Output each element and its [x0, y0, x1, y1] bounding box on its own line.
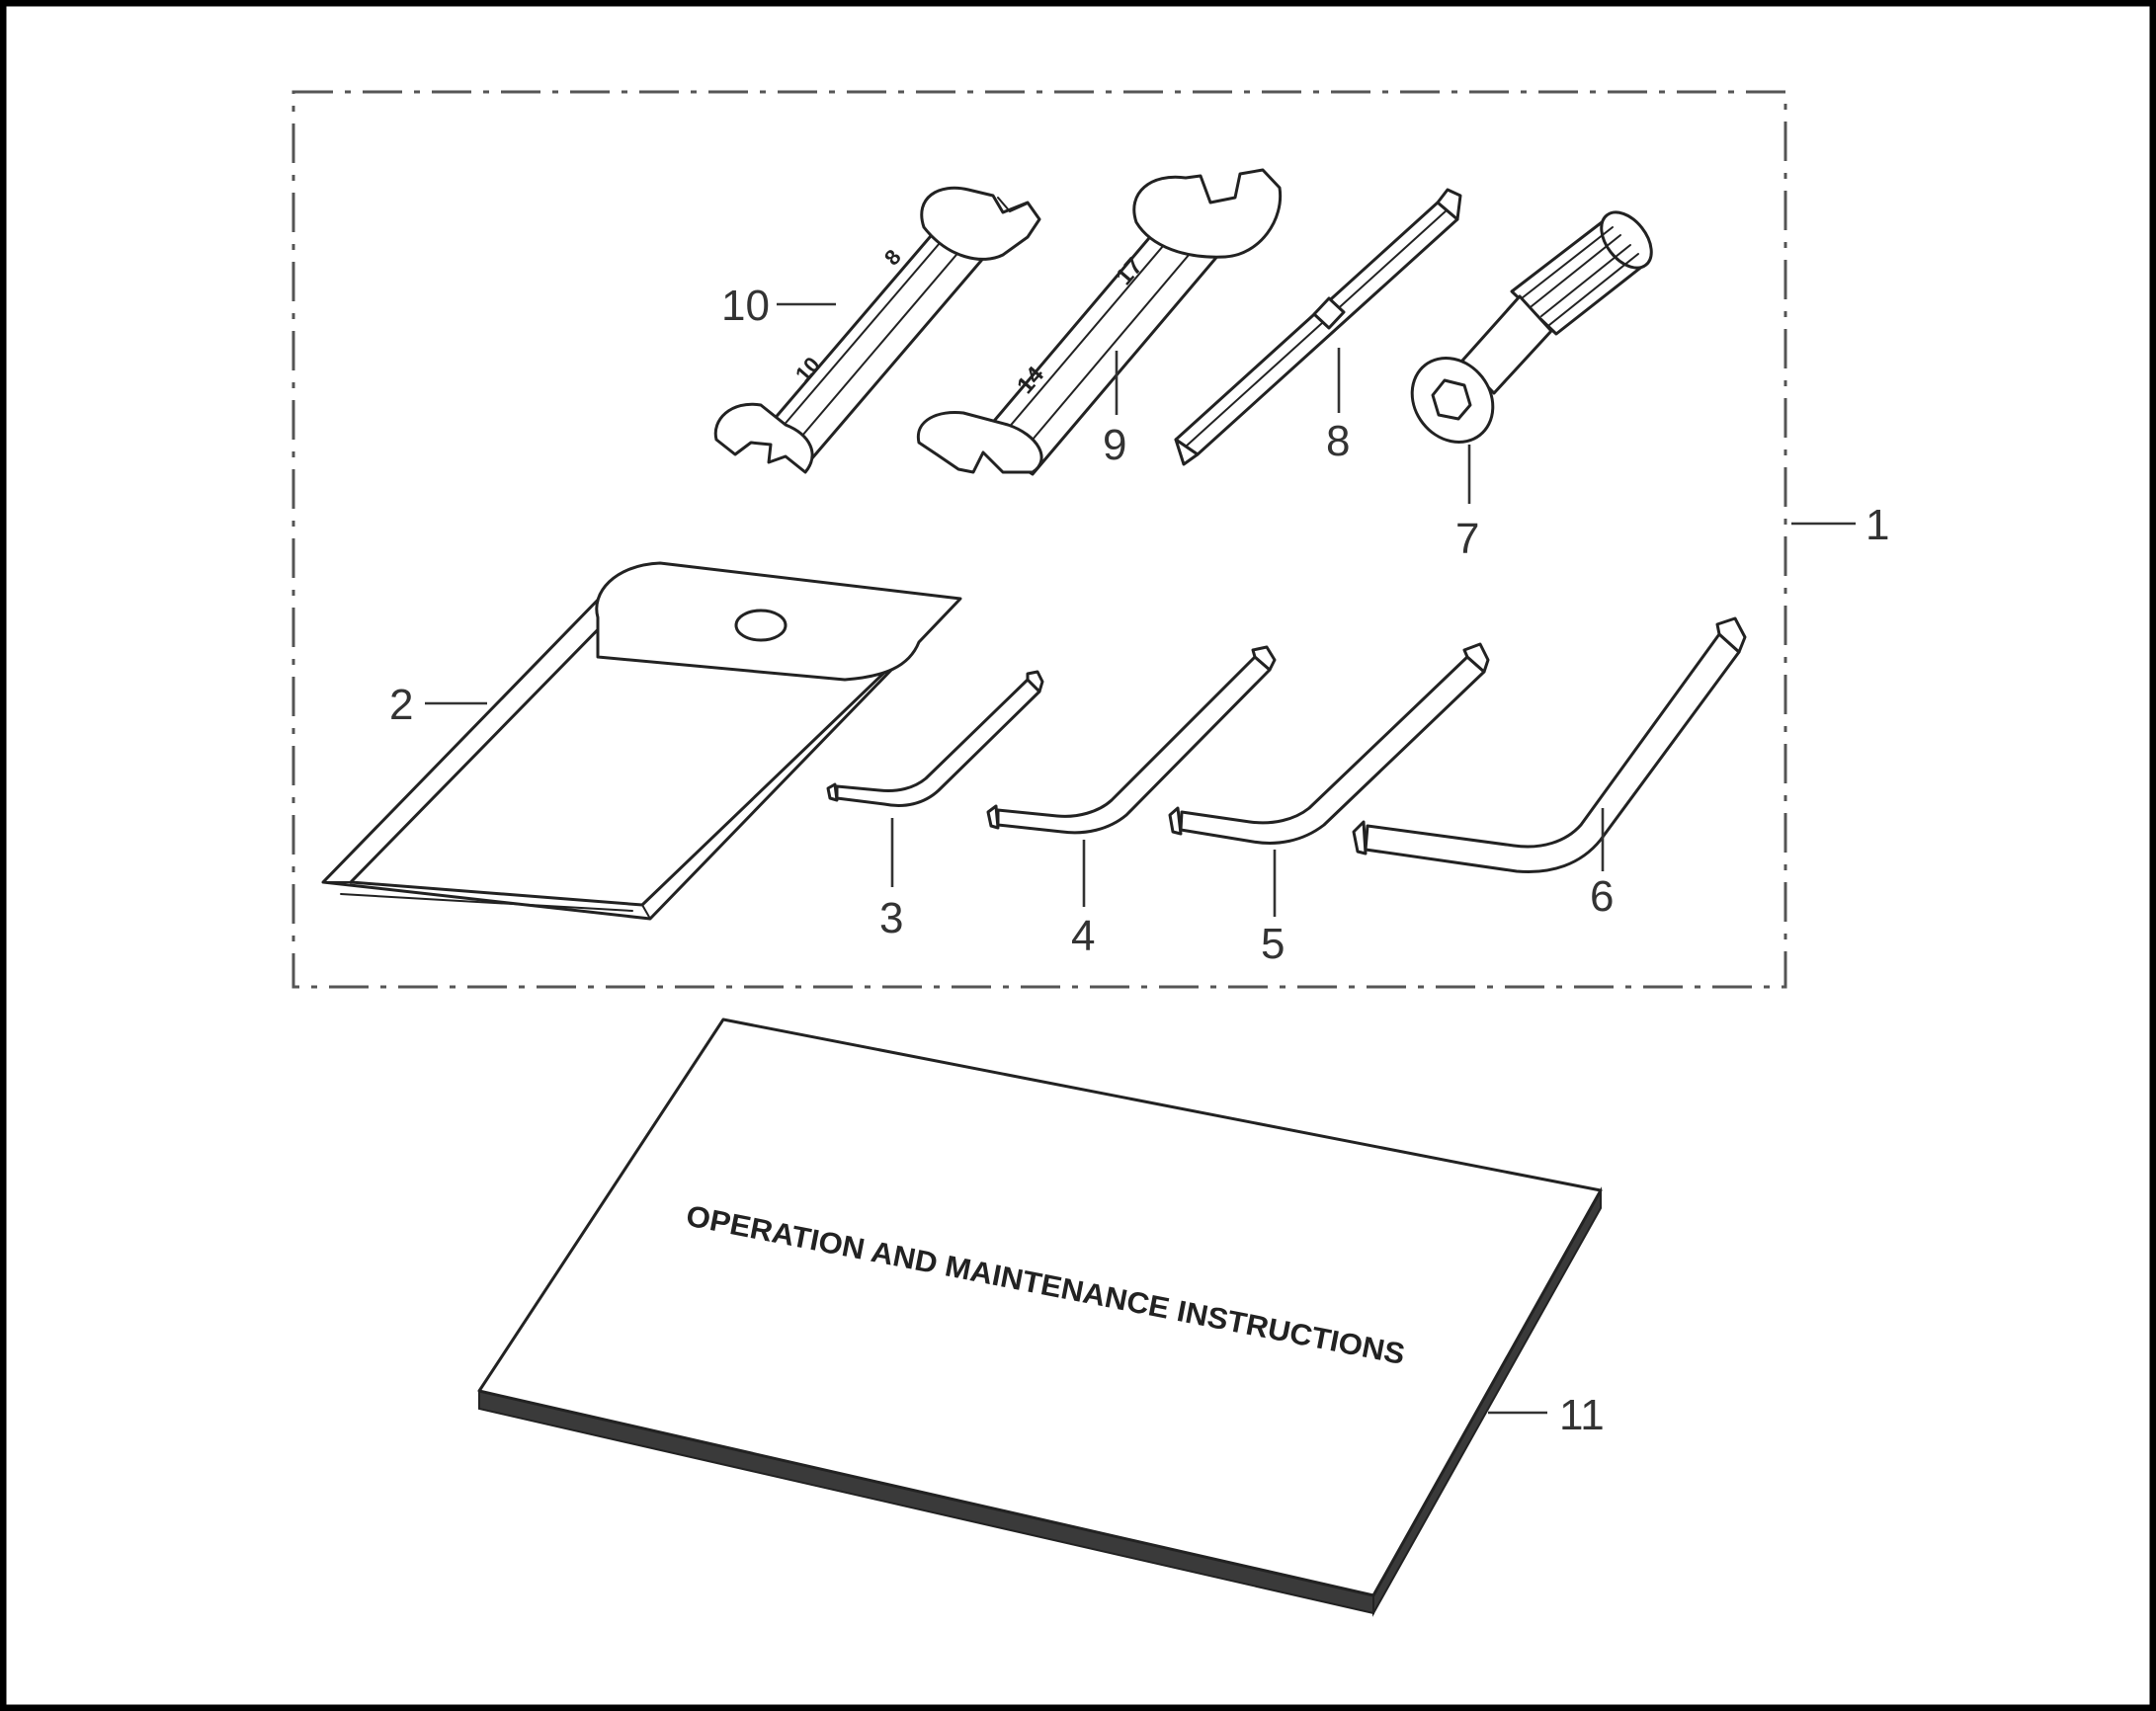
hex-key-large — [1168, 642, 1490, 845]
screwdriver-handle — [1410, 210, 1653, 444]
callout-4: 4 — [1071, 912, 1095, 960]
callout-7: 7 — [1455, 515, 1479, 563]
callout-6: 6 — [1590, 872, 1614, 921]
tool-pouch — [321, 561, 962, 921]
maintenance-manual: OPERATION AND MAINTENANCE INSTRUCTIONS — [477, 1018, 1603, 1617]
callout-9: 9 — [1103, 421, 1126, 469]
callouts: 1 2 3 4 5 6 7 8 9 10 11 — [389, 282, 1889, 1439]
callout-2: 2 — [389, 681, 413, 729]
hex-key-small — [826, 670, 1044, 807]
tool-kit-boundary — [291, 90, 1787, 989]
callout-5: 5 — [1261, 920, 1285, 968]
callout-3: 3 — [879, 894, 903, 942]
callout-8: 8 — [1326, 417, 1350, 465]
screwdriver-bit — [1174, 188, 1462, 466]
callout-11: 11 — [1559, 1391, 1605, 1439]
wrench-small-size-mark-1: 8 — [879, 245, 906, 271]
callout-1: 1 — [1866, 501, 1889, 549]
wrench-large: 17 14 — [916, 168, 1283, 476]
leader-lines — [425, 302, 1856, 1415]
callout-10: 10 — [721, 282, 770, 330]
hex-key-medium — [986, 645, 1277, 835]
hex-key-extra-large — [1352, 616, 1747, 874]
